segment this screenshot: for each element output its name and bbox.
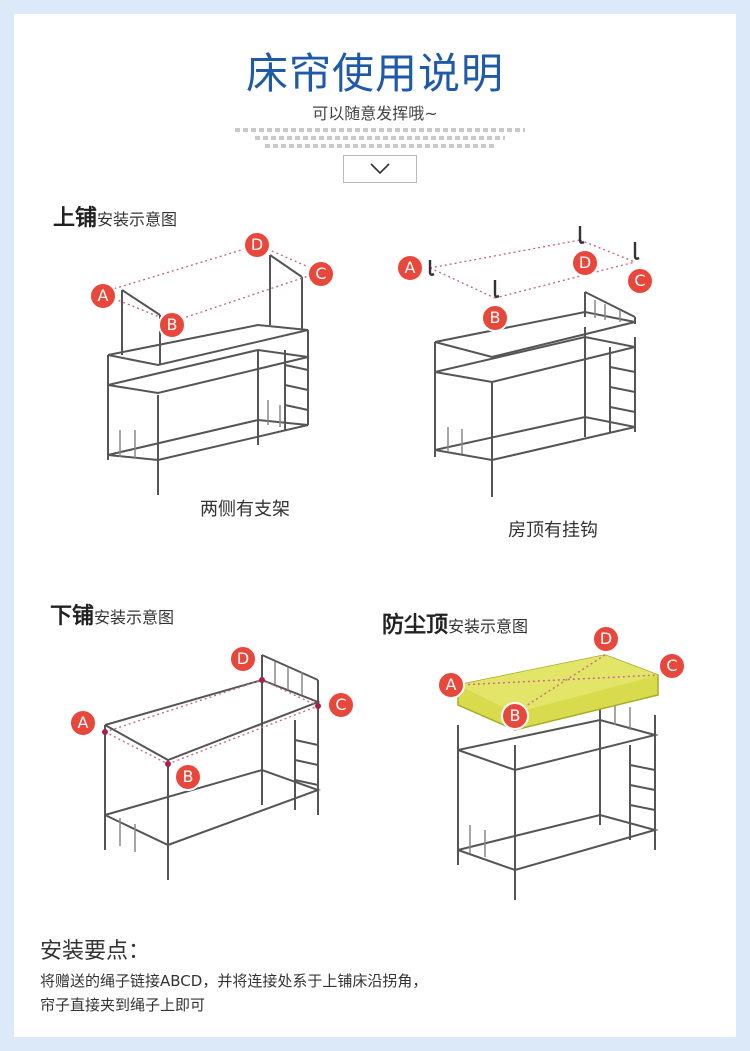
hook-icons	[428, 226, 640, 298]
lower-bunk-diagram	[102, 654, 321, 880]
badge-b: B	[174, 763, 202, 791]
page-title: 床帘使用说明	[245, 49, 504, 98]
scroll-down-button[interactable]	[343, 155, 417, 183]
dust-top-title: 防尘顶安装示意图	[382, 613, 529, 638]
caption-ceiling-hooks: 房顶有挂钩	[508, 520, 598, 541]
content-card	[14, 14, 736, 1037]
badge-a: A	[69, 709, 97, 737]
upper-bunk-title: 上铺安装示意图	[53, 206, 178, 231]
tips-line-2: 帘子直接夹到绳子上即可	[40, 996, 206, 1014]
lower-bunk-title: 下铺安装示意图	[50, 604, 175, 629]
badge-d: D	[592, 625, 620, 653]
page-subtitle: 可以随意发挥哦~	[312, 104, 438, 123]
badge-c: C	[658, 652, 686, 680]
badge-d: D	[229, 645, 257, 673]
tips-title: 安装要点：	[40, 939, 151, 964]
tips-line-1: 将赠送的绳子链接ABCD，并将连接处系于上铺床沿拐角，	[40, 972, 428, 990]
decorative-filler-line	[255, 136, 505, 140]
badge-d: D	[243, 231, 271, 259]
badge-a: A	[396, 254, 424, 282]
badge-c: C	[327, 691, 355, 719]
badge-c: C	[626, 267, 654, 295]
badge-d: D	[571, 249, 599, 277]
badge-b: B	[158, 311, 186, 339]
upper-bunk-ceiling-hook-diagram	[428, 226, 640, 497]
badge-a: A	[437, 671, 465, 699]
decorative-filler-line	[265, 144, 495, 148]
badge-b: B	[481, 304, 509, 332]
badge-c: C	[307, 260, 335, 288]
decorative-filler-line	[235, 128, 525, 132]
badge-b: B	[501, 702, 529, 730]
badge-a: A	[89, 282, 117, 310]
caption-side-frames: 两侧有支架	[200, 499, 290, 520]
dust-top-diagram	[457, 654, 659, 900]
chevron-down-icon	[370, 163, 390, 175]
